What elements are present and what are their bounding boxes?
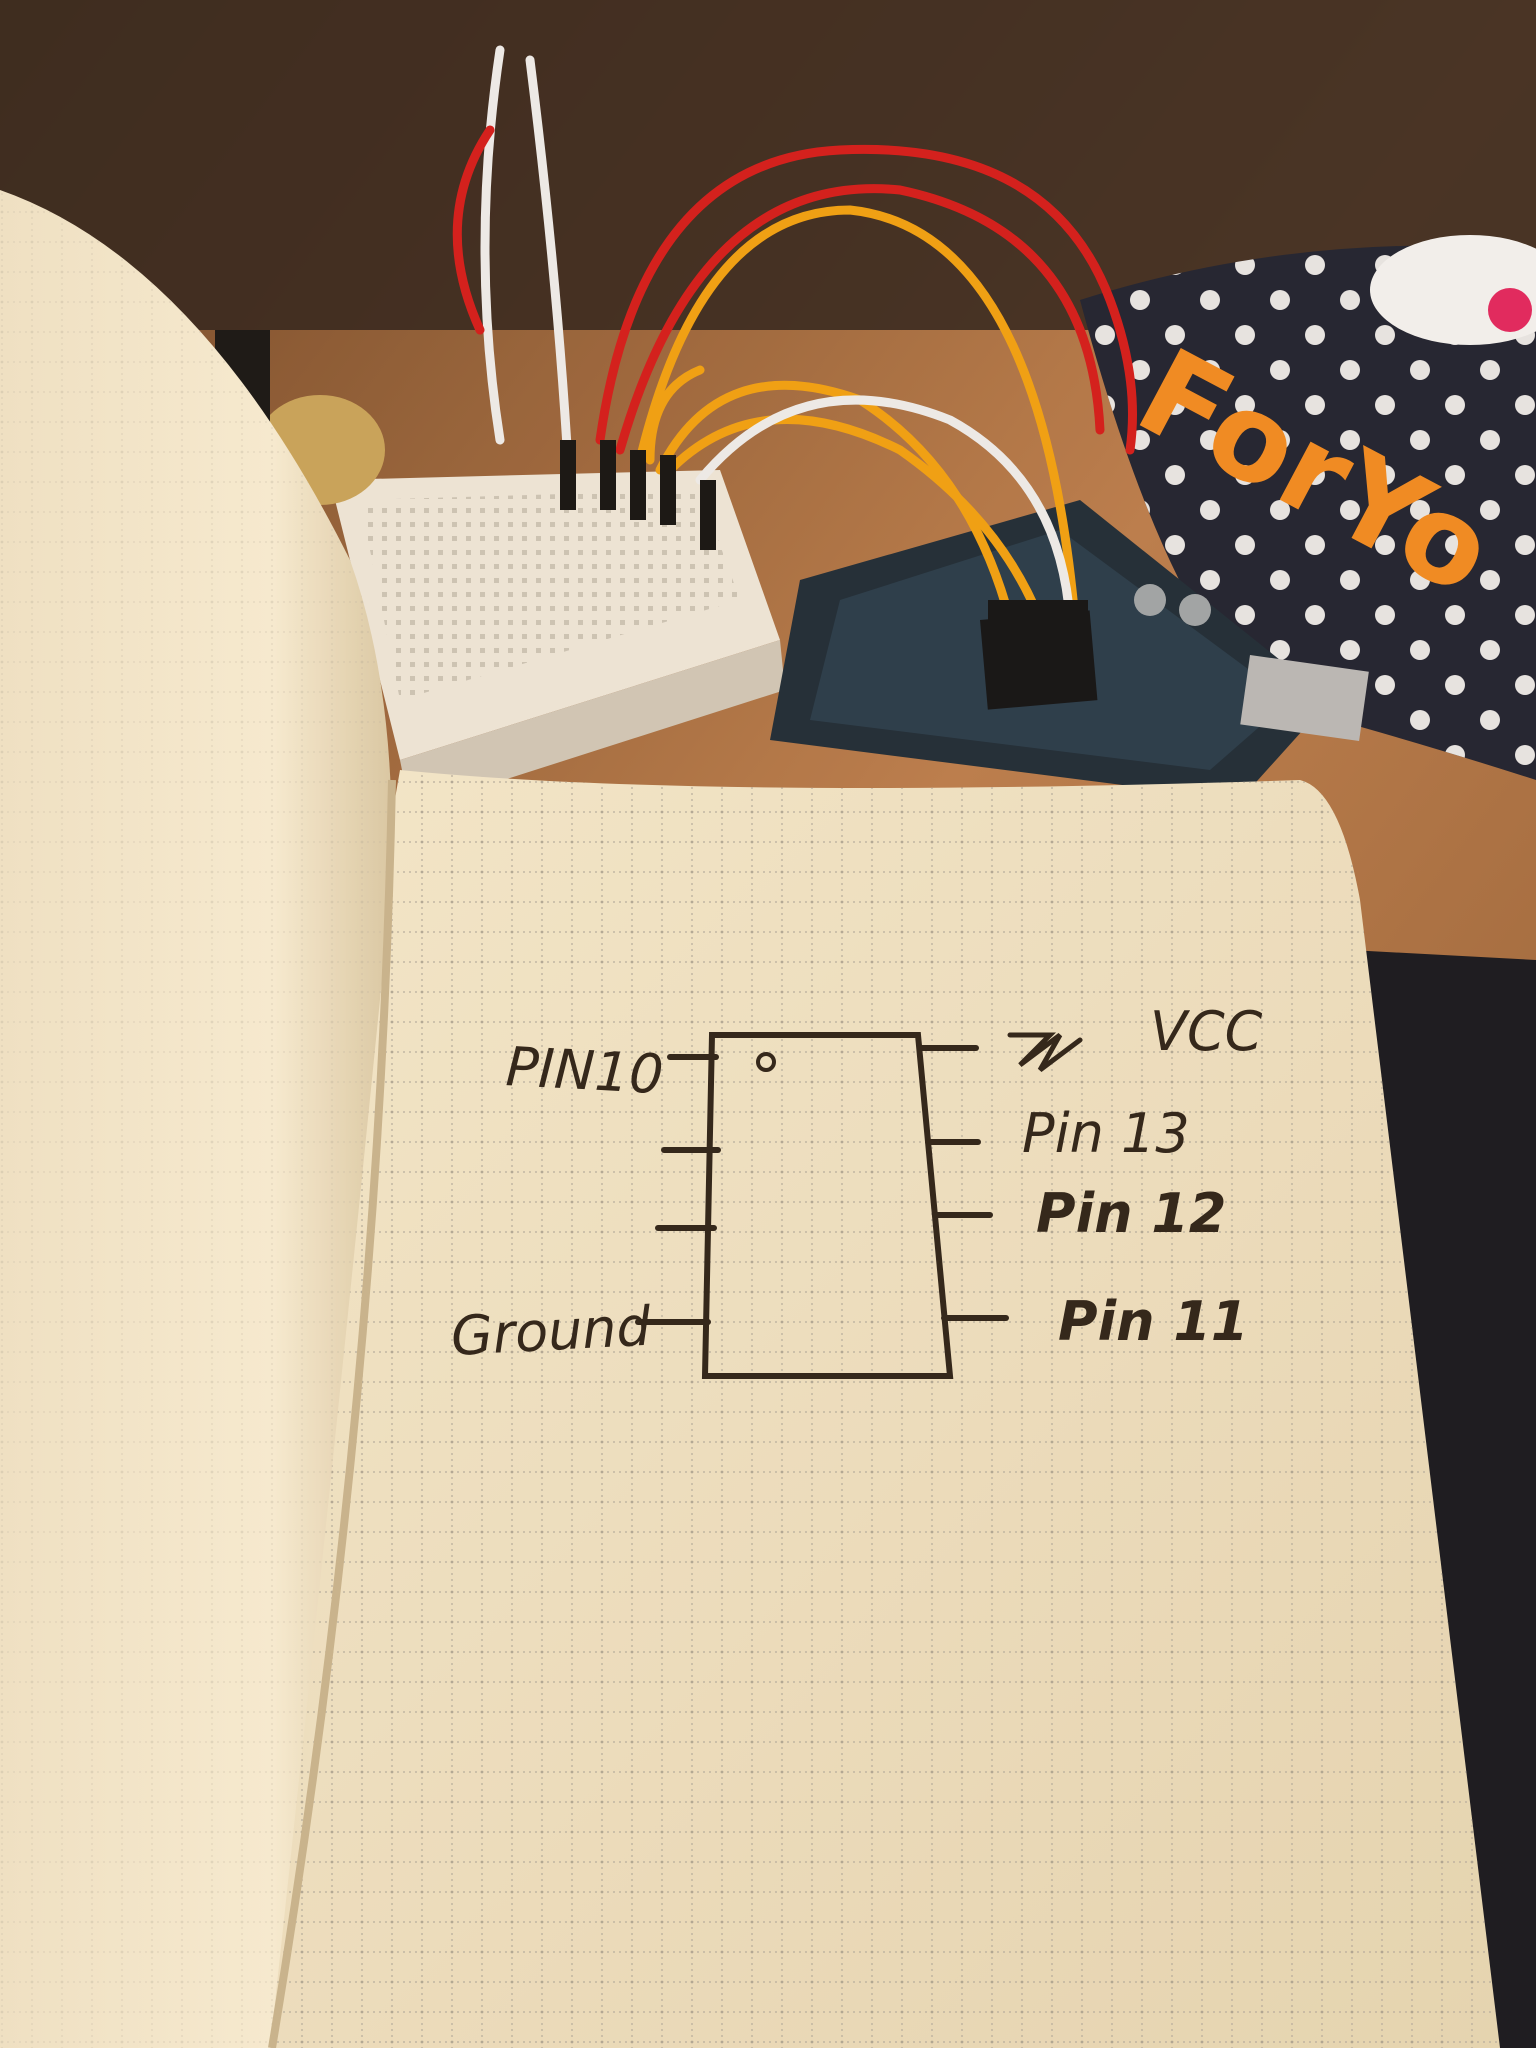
pin-label-right-2: Pin 13	[1022, 1102, 1190, 1165]
scribble-mark	[1007, 1032, 1083, 1072]
jumper-wires	[452, 45, 1137, 690]
pin-label-right-3: Pin 12	[1036, 1182, 1226, 1245]
ic-schematic	[635, 1032, 1083, 1379]
notebook-right-page	[270, 770, 1500, 2048]
pin-label-right-4: Pin 11	[1058, 1290, 1248, 1353]
pin-label-left-1: PIN10	[504, 1035, 665, 1106]
pin1-marker	[756, 1052, 776, 1072]
ic-body	[701, 1032, 954, 1379]
pin-label-right-1: VCC	[1150, 1000, 1263, 1063]
pin-label-left-4: Ground	[449, 1295, 653, 1368]
polka-dot-pouch: ForYo	[1080, 235, 1536, 781]
notebook-left-page	[0, 190, 396, 2048]
breadboard	[330, 470, 785, 810]
